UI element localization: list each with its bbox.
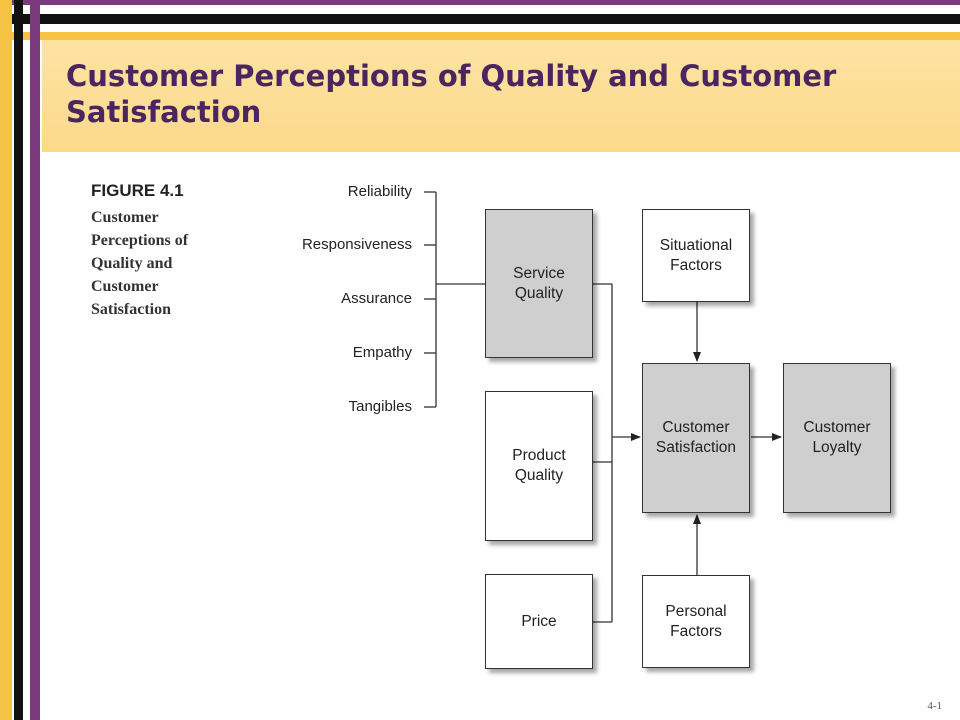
title-band xyxy=(42,40,960,152)
customer-loyalty-label: Customer Loyalty xyxy=(803,419,871,456)
frame-bar-yellow-top xyxy=(0,32,960,40)
customer-satisfaction-label: Customer Satisfaction xyxy=(655,419,737,456)
page-number: 4-1 xyxy=(927,700,942,712)
product-quality-label: Product Quality xyxy=(512,447,566,484)
price-box: Price xyxy=(485,574,593,669)
personal-factors-label: Personal Factors xyxy=(665,602,727,640)
customer-loyalty-box: Customer Loyalty xyxy=(783,363,891,513)
figure-label: FIGURE 4.1 xyxy=(91,181,184,200)
situational-factors-label: Situational Factors xyxy=(659,236,733,274)
dimension-label-responsiveness: Responsiveness xyxy=(301,236,412,253)
service-quality-label: Service Quality xyxy=(513,264,565,302)
service-quality-box: Service Quality xyxy=(485,209,593,358)
slide-title: Customer Perceptions of Quality and Cust… xyxy=(66,59,837,129)
personal-factors-box: Personal Factors xyxy=(642,575,750,668)
figure-caption: Customer Perceptions of Quality and Cust… xyxy=(91,209,189,318)
frame-bar-purple-left xyxy=(30,0,40,720)
customer-satisfaction-box: Customer Satisfaction xyxy=(642,363,750,513)
situational-factors-box: Situational Factors xyxy=(642,209,750,302)
dimension-label-assurance: Assurance xyxy=(341,290,412,307)
frame-bar-black-left xyxy=(14,0,23,720)
frame-bar-black-top xyxy=(0,14,960,24)
product-quality-box: Product Quality xyxy=(485,391,593,541)
dimension-label-empathy: Empathy xyxy=(352,344,412,361)
frame-bar-purple-top xyxy=(0,0,960,5)
frame-bar-yellow-left xyxy=(0,0,12,720)
price-label: Price xyxy=(521,612,557,630)
dimension-label-tangibles: Tangibles xyxy=(348,398,412,415)
dimension-label-reliability: Reliability xyxy=(347,183,412,200)
